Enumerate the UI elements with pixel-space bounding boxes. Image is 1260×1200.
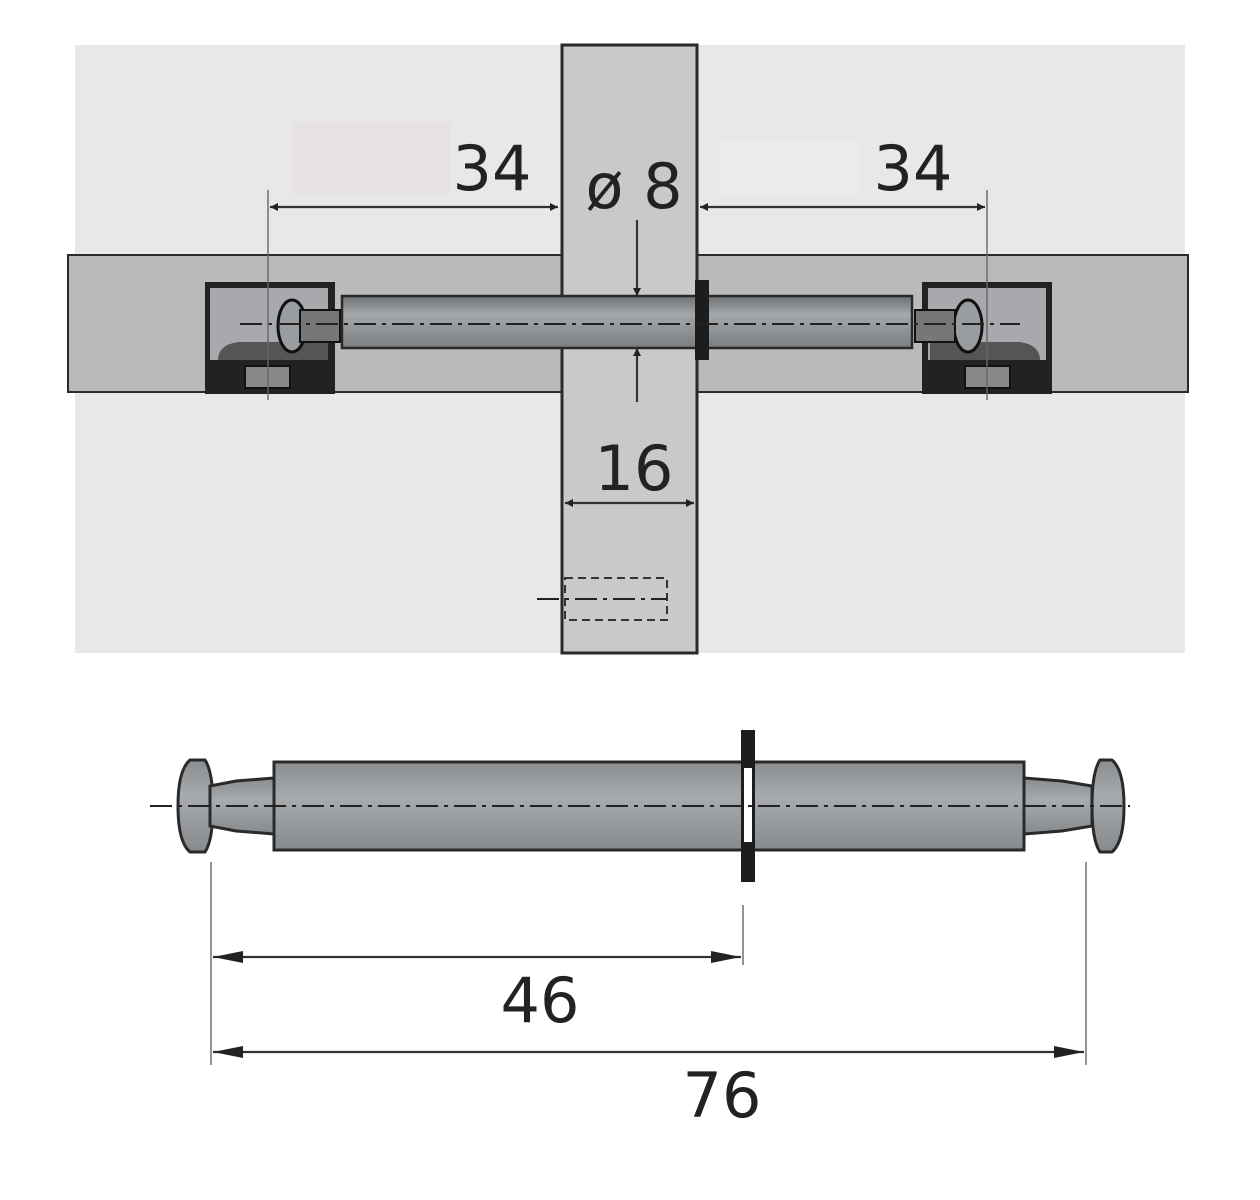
collar-assembled bbox=[695, 280, 709, 360]
left-cam-housing bbox=[205, 282, 341, 394]
total-length-label: 76 bbox=[683, 1059, 762, 1132]
diameter-label: ø 8 bbox=[585, 150, 682, 223]
assembly-view: 34 34 ø 8 16 bbox=[67, 43, 1189, 655]
right-cam-housing bbox=[914, 282, 1052, 394]
half-length-label: 46 bbox=[501, 964, 580, 1037]
label-box-left bbox=[292, 122, 450, 194]
left-depth-label: 34 bbox=[453, 132, 532, 205]
connector-side-view: 46 76 bbox=[150, 730, 1130, 1132]
label-box-right bbox=[720, 140, 860, 195]
panel-thickness-label: 16 bbox=[595, 432, 674, 505]
connector-rod-assembled bbox=[340, 294, 914, 350]
right-depth-label: 34 bbox=[874, 132, 953, 205]
